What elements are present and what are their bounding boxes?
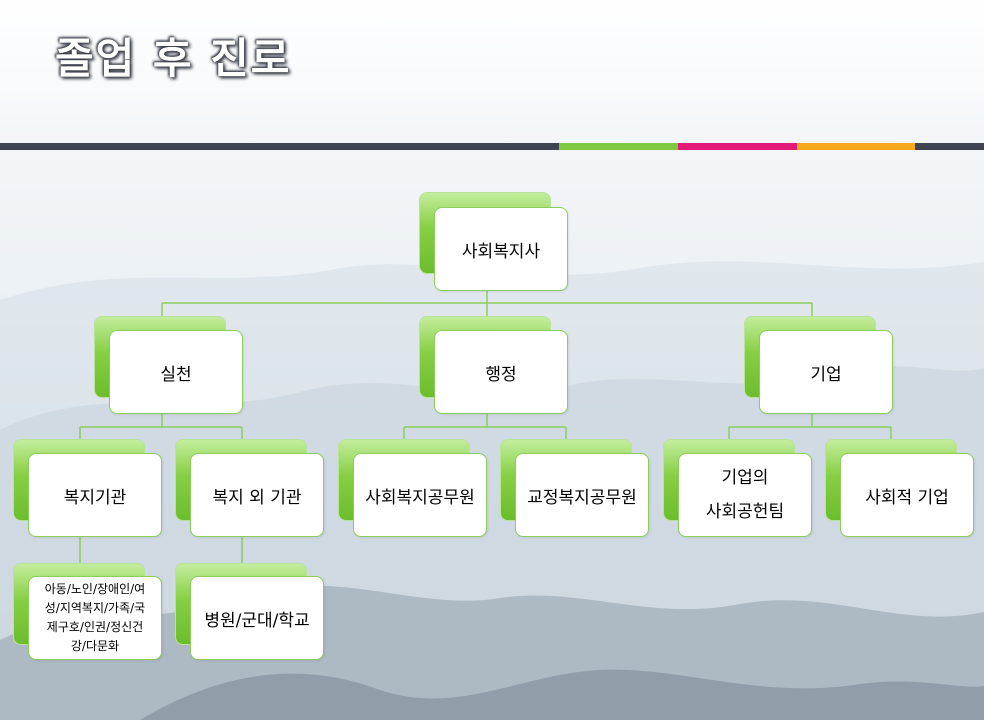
node-welfare-official-label: 사회복지공무원 [365,487,475,508]
node-social-worker: 사회복지사 [434,207,568,291]
title-underline-orange [797,143,915,150]
node-administration: 행정 [434,330,568,414]
node-administration-label: 행정 [485,364,517,385]
title-underline-dark [0,143,559,150]
node-practice-label: 실천 [160,364,192,385]
node-csr-team-label: 기업의 사회공헌팀 [705,468,785,522]
node-welfare-fields: 아동/노인/장애인/여 성/지역복지/가족/국 제구호/인권/정신건 강/다문화 [28,576,162,660]
node-correctional-official: 교정복지공무원 [515,453,649,537]
node-enterprise-label: 기업 [810,364,842,385]
node-welfare-official: 사회복지공무원 [353,453,487,537]
node-welfare-agency: 복지기관 [28,453,162,537]
node-hospital-military-school-label: 병원/군대/학교 [204,610,310,631]
node-social-worker-label: 사회복지사 [461,241,541,262]
node-non-welfare-agency: 복지 외 기관 [190,453,324,537]
node-enterprise: 기업 [759,330,893,414]
node-practice: 실천 [109,330,243,414]
page-title: 졸업 후 진로 [55,34,292,83]
node-welfare-fields-label: 아동/노인/장애인/여 성/지역복지/가족/국 제구호/인권/정신건 강/다문화 [44,582,146,653]
node-welfare-agency-label: 복지기관 [63,487,127,508]
node-csr-team: 기업의 사회공헌팀 [678,453,812,537]
node-correctional-official-label: 교정복지공무원 [527,487,637,508]
title-underline-dark-end [915,143,984,150]
node-social-enterprise: 사회적 기업 [840,453,974,537]
node-hospital-military-school: 병원/군대/학교 [190,576,324,660]
node-social-enterprise-label: 사회적 기업 [865,487,949,508]
node-non-welfare-agency-label: 복지 외 기관 [212,487,302,508]
title-underline-green [559,143,678,150]
title-underline-pink [678,143,797,150]
